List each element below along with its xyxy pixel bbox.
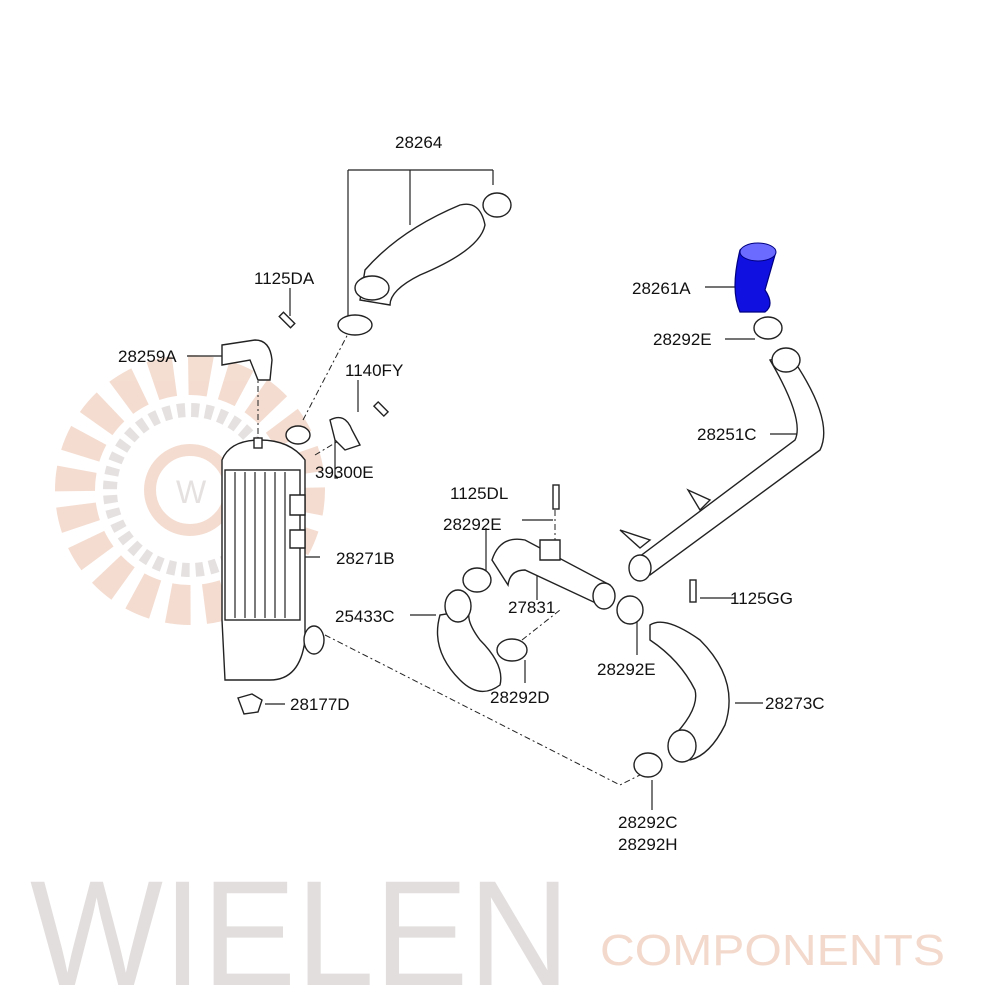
label-1125gg[interactable]: 1125GG: [730, 589, 793, 608]
label-1140fy[interactable]: 1140FY: [345, 361, 403, 380]
label-28264[interactable]: 28264: [395, 133, 442, 152]
label-25433c[interactable]: 25433C: [335, 607, 395, 626]
label-28251c[interactable]: 28251C: [697, 425, 757, 444]
pipe-27831: [491, 484, 644, 625]
watermark-brand: WIELEN: [30, 849, 570, 1000]
bracket-28259a: [221, 339, 273, 381]
label-28271b[interactable]: 28271B: [336, 549, 395, 568]
label-1125da[interactable]: 1125DA: [254, 269, 315, 288]
bolt-1140fy: [372, 400, 390, 418]
hose-28264: [337, 192, 512, 336]
label-28292e-left[interactable]: 28292E: [443, 515, 502, 534]
hose-28273c: [633, 621, 730, 778]
sensor-39300e: [329, 416, 362, 451]
label-28292h[interactable]: 28292H: [618, 835, 678, 854]
watermark-logo-letter: W: [176, 474, 207, 510]
label-28292d[interactable]: 28292D: [490, 688, 550, 707]
bolt-1125da: [278, 311, 296, 329]
label-39300e[interactable]: 39300E: [315, 463, 374, 482]
leader-lines: [187, 169, 800, 810]
watermark-subtitle: COMPONENTS: [600, 926, 945, 975]
label-28177d[interactable]: 28177D: [290, 695, 350, 714]
bolt-1125dl: [552, 484, 560, 510]
label-27831[interactable]: 27831: [508, 598, 555, 617]
bolt-1125gg: [689, 579, 697, 603]
label-28261a[interactable]: 28261A: [632, 279, 691, 298]
hose-25433c: [436, 567, 528, 693]
label-28292e-top[interactable]: 28292E: [653, 330, 712, 349]
label-28273c[interactable]: 28273C: [765, 694, 825, 713]
label-28292e-mid[interactable]: 28292E: [597, 660, 656, 679]
label-28259a[interactable]: 28259A: [118, 347, 177, 366]
intercooler-28271b: [221, 425, 325, 681]
hose-28261a-highlighted[interactable]: [734, 242, 777, 313]
label-28292c[interactable]: 28292C: [618, 813, 678, 832]
pipe-28251c: [619, 316, 825, 603]
label-1125dl[interactable]: 1125DL: [450, 484, 508, 503]
nut-28177d: [237, 693, 263, 715]
